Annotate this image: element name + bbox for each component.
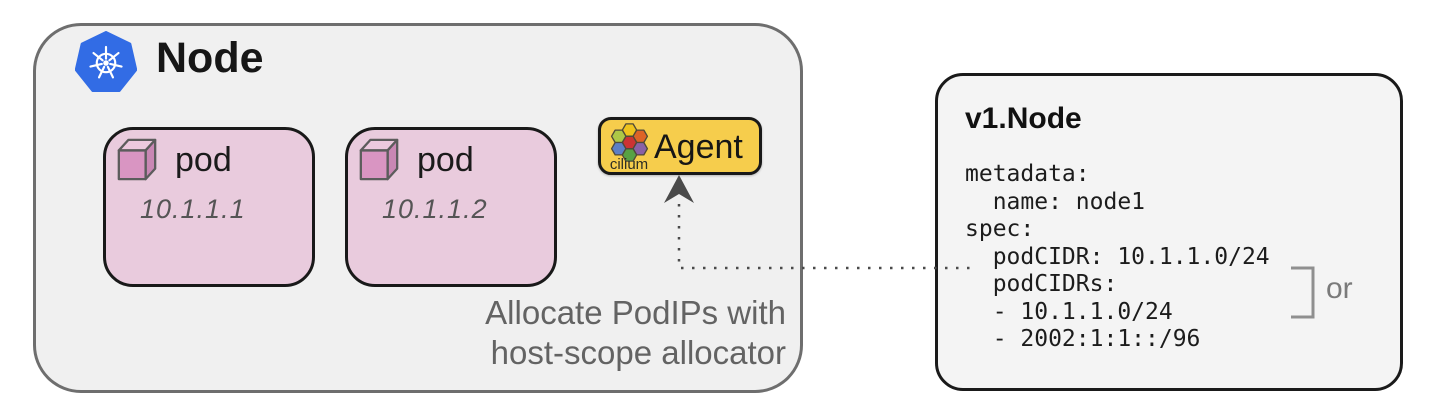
spec-title: v1.Node [965, 102, 1082, 135]
allocate-note-line2: host-scope allocator [490, 334, 786, 371]
allocate-note-line1: Allocate PodIPs with [485, 294, 786, 331]
v1node-spec-box: v1.Node metadata: name: node1 spec: podC… [935, 73, 1403, 391]
pod-box-2: pod 10.1.1.2 [345, 127, 557, 287]
node-title: Node [156, 34, 264, 82]
cilium-wordmark: cilium [609, 156, 649, 173]
cilium-hexagons-icon [610, 123, 649, 162]
spec-yaml-code: metadata: name: node1 spec: podCIDR: 10.… [965, 161, 1270, 352]
pod-label: pod [417, 141, 474, 179]
cilium-agent-box: cilium Agent [598, 117, 762, 175]
pod-label: pod [175, 141, 232, 179]
kubernetes-icon [75, 31, 137, 92]
pod-ip: 10.1.1.1 [140, 194, 246, 224]
pod-box-1: pod 10.1.1.1 [103, 127, 315, 287]
pod-cube-icon [359, 138, 399, 181]
pod-ip: 10.1.1.2 [382, 194, 488, 224]
node-box: Node pod 10.1.1.1 pod [33, 23, 803, 393]
pod-cube-icon [117, 138, 157, 181]
or-label: or [1326, 272, 1353, 305]
allocate-note: Allocate PodIPs with host-scope allocato… [366, 293, 786, 373]
or-bracket-icon [1291, 266, 1315, 319]
agent-label: Agent [654, 128, 743, 166]
